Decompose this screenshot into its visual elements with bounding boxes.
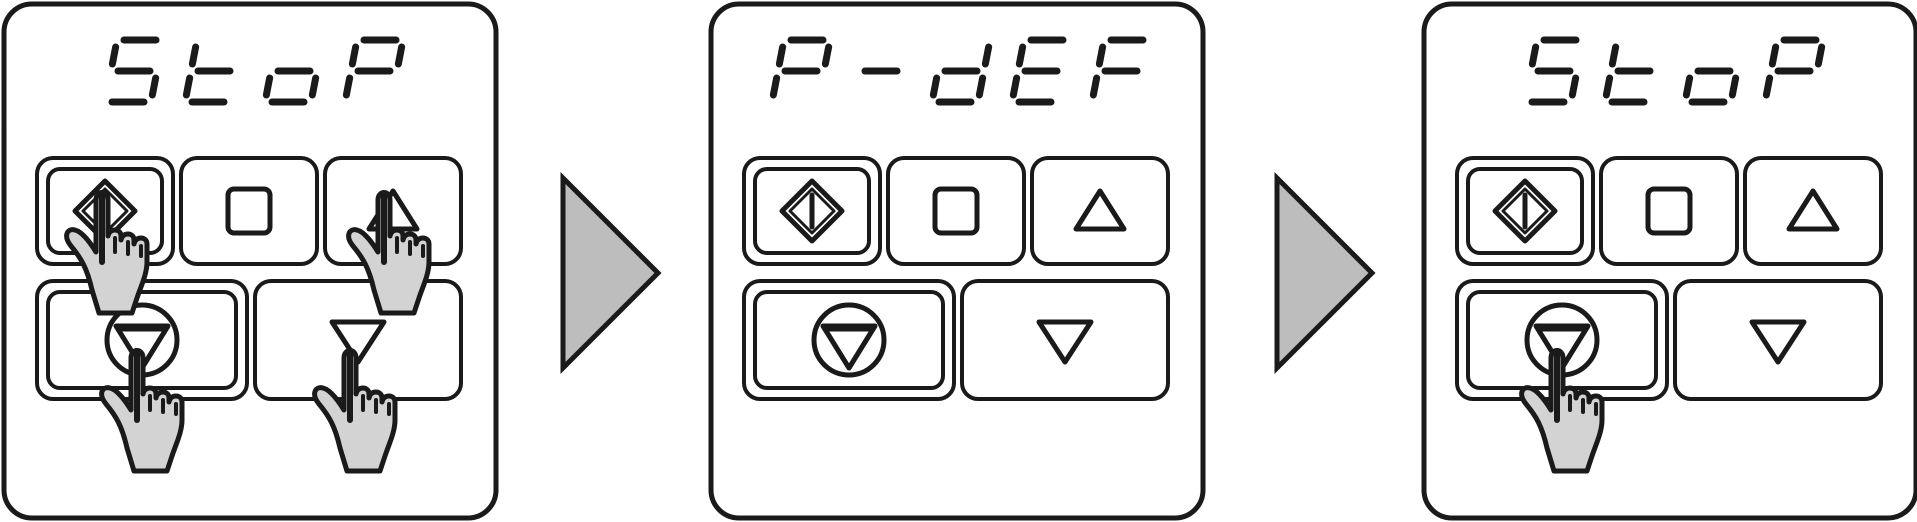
display-segment: [348, 43, 360, 68]
panel-2-down-key: [960, 279, 1170, 401]
panel-3-up-triangle-icon: [1786, 188, 1840, 232]
display-segment: [1009, 74, 1021, 99]
display-segment: [1568, 74, 1580, 99]
panel-1-stop-square-icon: [225, 186, 273, 236]
display-segment: [1682, 74, 1694, 99]
display-segment: [1768, 43, 1780, 68]
panel-1-stop-key: [179, 156, 319, 266]
display-segment: [1528, 43, 1540, 68]
panel-2-display-readout: P-dEF: [769, 36, 1147, 106]
display-segment: [775, 43, 787, 68]
panel-3-stop-key: [1599, 156, 1739, 266]
display-segment: [1762, 74, 1774, 99]
next-step-arrow-2: [1274, 171, 1376, 375]
panel-3-down-key: [1673, 279, 1883, 401]
display-segment: [148, 74, 160, 99]
panel-3-stop-square-icon: [1645, 186, 1693, 236]
panel-2-reverse-key: [753, 290, 945, 390]
display-segment: [188, 43, 200, 68]
display-segment: [929, 74, 941, 99]
panel-2-stop-square-icon: [932, 186, 980, 236]
display-segment: [1089, 74, 1101, 99]
display-segment: [1602, 74, 1614, 99]
panel-2-up-key: [1030, 156, 1170, 266]
display-segment: [1015, 43, 1027, 68]
display-segment: [262, 74, 274, 99]
display-segment: [308, 74, 320, 99]
panel-3-display-readout: StoP: [1528, 36, 1826, 106]
display-segment: [975, 74, 987, 99]
display-segment: [1608, 43, 1620, 68]
display-segment: [1095, 43, 1107, 68]
panel-3-up-key: [1743, 156, 1883, 266]
display-segment: [821, 43, 833, 68]
panel-1-display-readout: StoP: [108, 36, 406, 106]
next-step-arrow-1: [560, 171, 662, 375]
display-segment: [769, 74, 781, 99]
panel-2-up-triangle-icon: [1073, 188, 1127, 232]
panel-3-down-triangle-icon: [1749, 319, 1807, 365]
panel-2-down-triangle-icon: [1036, 319, 1094, 365]
panel-2-stop-key: [886, 156, 1026, 266]
display-segment: [182, 74, 194, 99]
display-segment: [1728, 74, 1740, 99]
panel-2-start-diamond-icon: [779, 178, 845, 244]
display-segment: [394, 43, 406, 68]
display-segment: [342, 74, 354, 99]
display-segment: [1814, 43, 1826, 68]
panel-1-down-triangle-icon: [329, 319, 387, 365]
display-segment: [108, 43, 120, 68]
panel-2-reverse-circle-icon: [811, 302, 887, 378]
panel-3-start-diamond-icon: [1492, 178, 1558, 244]
display-segment: [981, 43, 993, 68]
